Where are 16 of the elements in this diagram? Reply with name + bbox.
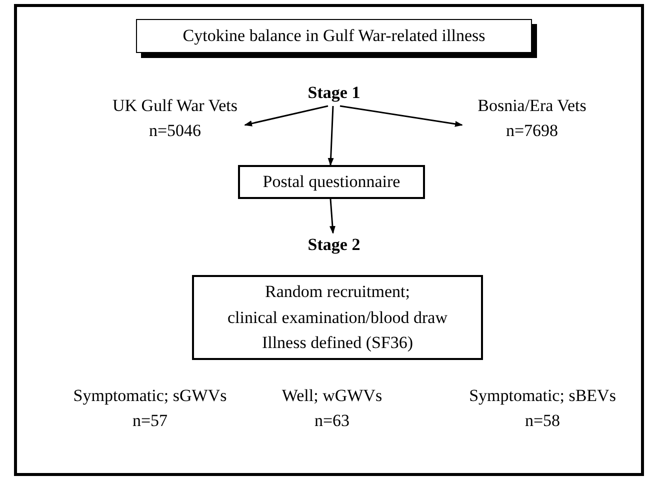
stage-label: Stage 2 [296, 233, 372, 257]
process-box: Random recruitment; clinical examination/blood draw Illness defined (SF36) [192, 275, 483, 360]
arrow [340, 105, 463, 127]
stage-label: Stage 1 [296, 80, 372, 106]
stage-label: Bosnia/Era Vets n=7698 [462, 94, 602, 142]
process-box: Postal questionnaire [238, 165, 425, 199]
arrow [328, 106, 334, 166]
group-label: Well; wGWVs [280, 385, 384, 407]
arrow [244, 105, 328, 126]
stage-label: UK Gulf War Vets n=5046 [105, 94, 245, 142]
group-label: n=57 [131, 410, 169, 432]
arrow [330, 198, 336, 234]
group-label: n=58 [524, 410, 562, 432]
group-label: Symptomatic; sGWVs [72, 385, 228, 407]
group-label: Symptomatic; sBEVs [468, 385, 617, 407]
group-label: n=63 [313, 410, 351, 432]
